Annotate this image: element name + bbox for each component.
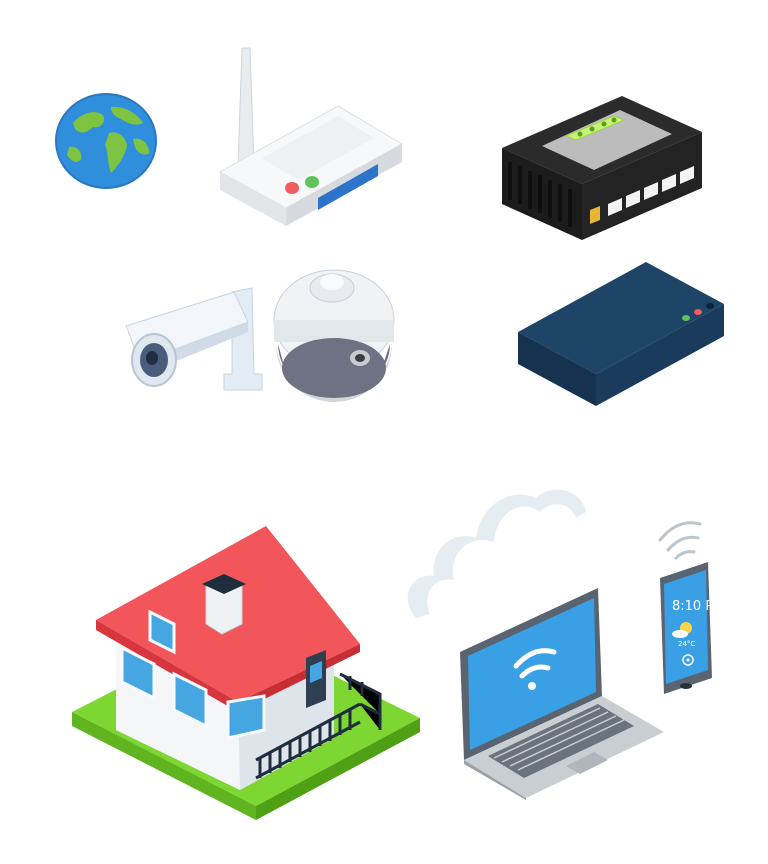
laptop-icon [458, 586, 668, 800]
phone-time: 8:10 PM [672, 599, 724, 614]
cloud-icon [406, 478, 590, 620]
weather-icon [672, 622, 692, 638]
security-cameras-icon [120, 262, 395, 402]
wifi-router-icon [218, 47, 404, 230]
network-switch-icon [502, 92, 702, 242]
phone-temperature: 24°C [678, 640, 695, 648]
globe-icon [55, 93, 157, 189]
smartphone-icon: 8:10 PM 24°C [654, 516, 724, 696]
house-icon [70, 524, 422, 824]
set-top-box-icon [518, 258, 726, 408]
